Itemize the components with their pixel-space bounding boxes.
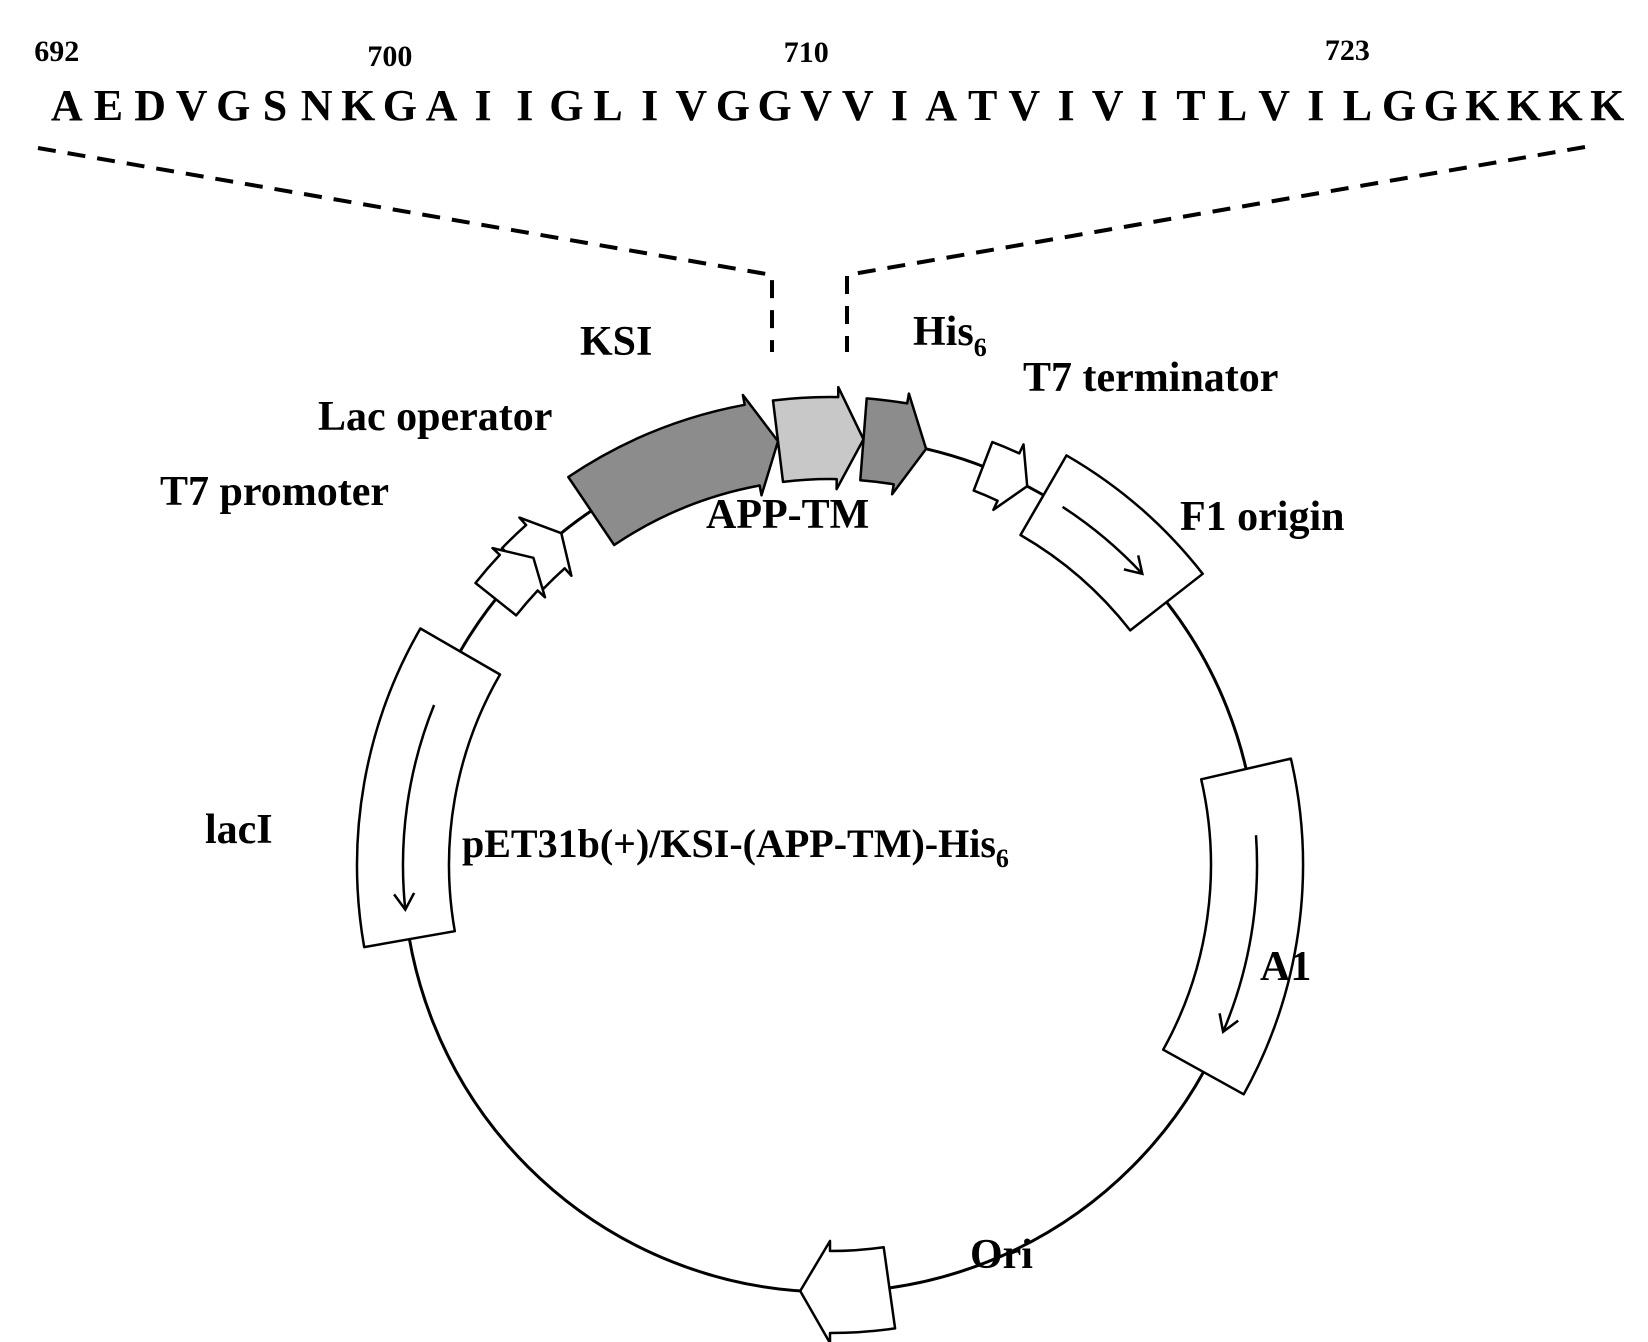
zoom-line-right bbox=[845, 145, 1586, 352]
zoom-line-left bbox=[37, 146, 774, 352]
residue: V bbox=[800, 81, 832, 130]
f1-origin-direction-arrow bbox=[1061, 505, 1144, 576]
residue: G bbox=[1424, 81, 1458, 130]
his6-arrow bbox=[859, 392, 928, 496]
residue: I bbox=[475, 81, 492, 130]
plasmid-name-text: pET31b(+)/KSI-(APP-TM)-His bbox=[462, 821, 996, 866]
a1-box bbox=[1161, 757, 1305, 1096]
residue: L bbox=[1218, 81, 1247, 130]
label-laci: lacI bbox=[205, 807, 273, 853]
label-his6: His6 bbox=[913, 309, 987, 362]
residue: K bbox=[1548, 81, 1582, 130]
residue: I bbox=[1141, 81, 1158, 130]
position-number: 710 bbox=[784, 36, 829, 69]
residue: L bbox=[593, 81, 622, 130]
residue: D bbox=[134, 81, 166, 130]
residue: S bbox=[263, 81, 287, 130]
label-t7-terminator: T7 terminator bbox=[1023, 355, 1278, 401]
laci-box bbox=[355, 627, 502, 949]
residue: L bbox=[1343, 81, 1372, 130]
t7-terminator-arrow bbox=[972, 440, 1029, 512]
t7-promoter-arrow bbox=[474, 546, 547, 617]
label-t7-promoter: T7 promoter bbox=[160, 469, 389, 515]
residue: E bbox=[94, 81, 123, 130]
residue: V bbox=[842, 81, 874, 130]
laci-direction-arrow bbox=[393, 704, 436, 912]
residue: A bbox=[925, 81, 957, 130]
label-ksi: KSI bbox=[580, 319, 652, 365]
residue: T bbox=[1176, 81, 1205, 130]
residue: G bbox=[216, 81, 250, 130]
position-number: 700 bbox=[367, 40, 412, 73]
residue: K bbox=[1465, 81, 1499, 130]
residue: V bbox=[1092, 81, 1124, 130]
label-his-text: His bbox=[913, 309, 974, 355]
label-f1-origin: F1 origin bbox=[1180, 494, 1345, 540]
residue: A bbox=[51, 81, 83, 130]
position-number: 692 bbox=[34, 35, 79, 68]
residue: K bbox=[1507, 81, 1541, 130]
residue: G bbox=[757, 81, 791, 130]
residue: G bbox=[716, 81, 750, 130]
label-ori: Ori bbox=[970, 1232, 1033, 1278]
residue: G bbox=[549, 81, 583, 130]
label-a1: A1 bbox=[1260, 944, 1311, 990]
zoom-connector-lines bbox=[37, 145, 1586, 352]
residue: G bbox=[383, 81, 417, 130]
residue: G bbox=[1382, 81, 1416, 130]
position-number: 723 bbox=[1325, 34, 1370, 67]
residue: K bbox=[1590, 81, 1624, 130]
residue: I bbox=[1057, 81, 1074, 130]
residue: I bbox=[1307, 81, 1324, 130]
app-tm-arrow bbox=[771, 385, 865, 491]
residue: V bbox=[675, 81, 707, 130]
feature-labels: KSI APP-TM His6 T7 terminator F1 origin … bbox=[160, 309, 1345, 1278]
residue: T bbox=[968, 81, 997, 130]
residue: V bbox=[1258, 81, 1290, 130]
label-app-tm: APP-TM bbox=[706, 492, 869, 538]
residue: I bbox=[516, 81, 533, 130]
a1-direction-arrow bbox=[1218, 835, 1259, 1034]
residue: I bbox=[891, 81, 908, 130]
residue: N bbox=[301, 81, 333, 130]
residue: A bbox=[426, 81, 458, 130]
lac-operator-arrow bbox=[500, 516, 573, 590]
label-lac-operator: Lac operator bbox=[318, 394, 552, 440]
residue: K bbox=[341, 81, 375, 130]
residue: V bbox=[176, 81, 208, 130]
sequence-position-numbers: 692 700 710 723 bbox=[34, 34, 1370, 73]
residue: I bbox=[641, 81, 658, 130]
plasmid-features bbox=[355, 385, 1305, 1342]
ori-arrow bbox=[798, 1239, 897, 1342]
label-his-subscript: 6 bbox=[974, 333, 987, 362]
residue: V bbox=[1008, 81, 1040, 130]
plasmid-name-subscript: 6 bbox=[996, 844, 1009, 873]
plasmid-name: pET31b(+)/KSI-(APP-TM)-His6 bbox=[462, 821, 1009, 873]
